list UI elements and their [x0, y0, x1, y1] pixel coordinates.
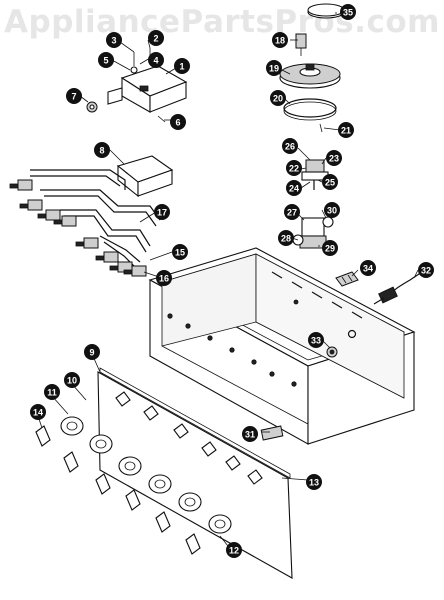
- callout-33: 33: [308, 332, 324, 348]
- callout-31: 31: [242, 426, 258, 442]
- callout-label: 20: [273, 94, 283, 104]
- part-bezels: [60, 416, 232, 534]
- part-control-panel: [97, 367, 293, 579]
- watermark-logo: AppliancePartsPros.com: [4, 4, 440, 40]
- callout-label: 34: [363, 264, 373, 274]
- callout-13: 13: [306, 474, 322, 490]
- callout-label: 7: [71, 92, 76, 102]
- callout-label: 33: [311, 336, 321, 346]
- callout-32: 32: [418, 262, 434, 278]
- callout-17: 17: [154, 204, 170, 220]
- callout-5: 5: [98, 52, 114, 68]
- callout-21: 21: [338, 122, 354, 138]
- callout-3: 3: [106, 32, 122, 48]
- callout-label: 28: [281, 234, 291, 244]
- callout-label: 4: [153, 56, 158, 66]
- callout-label: 17: [157, 208, 167, 218]
- part-knobs: [35, 425, 201, 555]
- callout-label: 11: [47, 388, 57, 398]
- callout-label: 31: [245, 430, 255, 440]
- part-manifold-box: [116, 155, 174, 198]
- callout-label: 5: [103, 56, 108, 66]
- part-terminal-block: [335, 271, 359, 287]
- callout-label: 22: [289, 164, 299, 174]
- callout-label: 16: [159, 274, 169, 284]
- callout-6: 6: [170, 114, 186, 130]
- callout-16: 16: [156, 270, 172, 286]
- callout-label: 21: [341, 126, 351, 136]
- callout-1: 1: [174, 58, 190, 74]
- callout-9: 9: [84, 344, 100, 360]
- callout-label: 14: [33, 408, 43, 418]
- callout-18: 18: [272, 32, 288, 48]
- callout-label: 6: [175, 118, 180, 128]
- callout-25: 25: [322, 174, 338, 190]
- callout-badges: 1234567891011121314151617181920212223242…: [30, 4, 434, 558]
- callout-label: 27: [287, 208, 297, 218]
- callout-4: 4: [148, 52, 164, 68]
- callout-23: 23: [326, 150, 342, 166]
- callout-28: 28: [278, 230, 294, 246]
- callout-label: 19: [269, 64, 279, 74]
- callout-label: 18: [275, 36, 285, 46]
- part-bracket: [107, 48, 188, 123]
- callout-label: 10: [67, 376, 77, 386]
- part-manifold-tubing: [9, 169, 161, 277]
- callout-20: 20: [270, 90, 286, 106]
- part-power-cord: [373, 271, 423, 305]
- callout-8: 8: [94, 142, 110, 158]
- callout-2: 2: [148, 30, 164, 46]
- callout-19: 19: [266, 60, 282, 76]
- callout-label: 24: [289, 184, 299, 194]
- callout-label: 12: [229, 546, 239, 556]
- part-burner-head: [279, 63, 341, 89]
- callout-label: 1: [179, 62, 184, 72]
- callout-label: 25: [325, 178, 335, 188]
- callout-26: 26: [282, 138, 298, 154]
- callout-29: 29: [322, 240, 338, 256]
- callout-label: 23: [329, 154, 339, 164]
- callout-7: 7: [66, 88, 82, 104]
- callout-label: 35: [343, 8, 353, 18]
- callout-label: 32: [421, 266, 431, 276]
- callout-35: 35: [340, 4, 356, 20]
- callout-label: 13: [309, 478, 319, 488]
- callout-10: 10: [64, 372, 80, 388]
- part-grommet: [326, 346, 338, 358]
- callout-label: 15: [175, 248, 185, 258]
- callout-label: 26: [285, 142, 295, 152]
- callout-22: 22: [286, 160, 302, 176]
- part-chassis-box: [148, 247, 416, 445]
- callout-14: 14: [30, 404, 46, 420]
- callout-15: 15: [172, 244, 188, 260]
- callout-12: 12: [226, 542, 242, 558]
- callout-11: 11: [44, 384, 60, 400]
- callout-label: 8: [99, 146, 104, 156]
- part-nut: [86, 101, 98, 113]
- callout-34: 34: [360, 260, 376, 276]
- callout-label: 30: [327, 206, 337, 216]
- callout-24: 24: [286, 180, 302, 196]
- part-burner-pin: [295, 33, 307, 56]
- callout-label: 3: [111, 36, 116, 46]
- callout-27: 27: [284, 204, 300, 220]
- callout-label: 9: [89, 348, 94, 358]
- callout-label: 2: [153, 34, 158, 44]
- part-burner-ring: [283, 98, 337, 121]
- callout-label: 29: [325, 244, 335, 254]
- callout-30: 30: [324, 202, 340, 218]
- part-burner-cap: [307, 3, 345, 19]
